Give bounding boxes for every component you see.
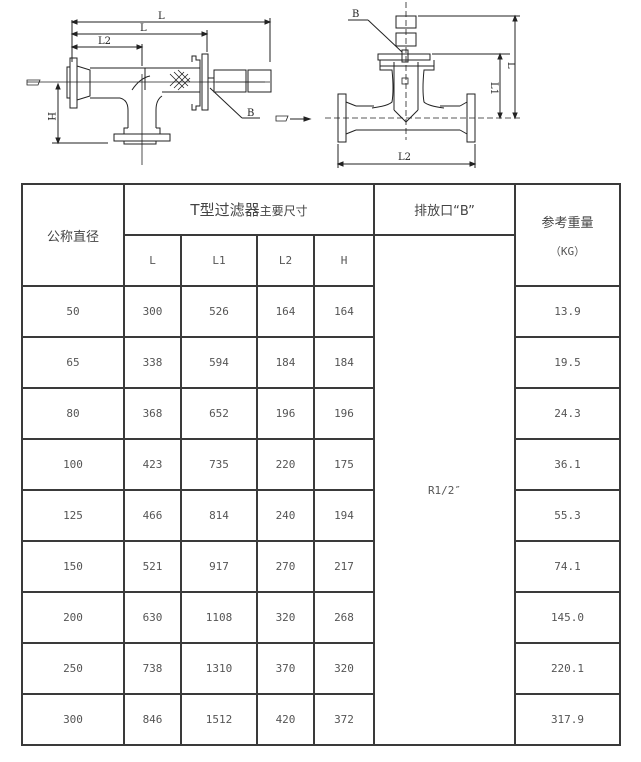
right-dim-label-L1: L1 [488,82,499,95]
cell-L1: 1512 [180,693,258,746]
header-main-dimensions: T型过滤器主要尺寸 [123,183,375,236]
cell-L2: 370 [256,642,315,695]
cell-dn: 200 [21,591,125,644]
cell-weight: 55.3 [514,489,621,542]
cell-L1: 735 [180,438,258,491]
cell-L2: 420 [256,693,315,746]
cell-L: 423 [123,438,182,491]
cell-L: 368 [123,387,182,440]
table-row: 50 300 526 164 164 13.9 [21,285,621,338]
cell-weight: 19.5 [514,336,621,389]
table-row: 125 466 814 240 194 55.3 [21,489,621,542]
subheader-row: L L1 L2 H R1/2″ [22,234,620,746]
cell-dn: 65 [21,336,125,389]
subheader-L: L [123,234,182,287]
cell-H: 164 [313,285,375,338]
technical-drawing: L L L2 H B [0,0,641,180]
right-dim-label-B: B [352,9,359,20]
cell-L2: 164 [256,285,315,338]
cell-H: 194 [313,489,375,542]
cell-L1: 652 [180,387,258,440]
cell-L2: 184 [256,336,315,389]
table-row: 100 423 735 220 175 36.1 [21,438,621,491]
cell-H: 196 [313,387,375,440]
dim-label-L-inner: L [140,23,147,34]
dim-label-L-outer: L [158,11,165,22]
cell-weight: 145.0 [514,591,621,644]
cell-dn: 300 [21,693,125,746]
cell-L2: 320 [256,591,315,644]
cell-L: 738 [123,642,182,695]
cell-weight: 13.9 [514,285,621,338]
cell-dn: 125 [21,489,125,542]
cell-H: 184 [313,336,375,389]
cell-L: 630 [123,591,182,644]
cell-H: 217 [313,540,375,593]
cell-weight: 220.1 [514,642,621,695]
cell-L1: 1108 [180,591,258,644]
cell-weight: 24.3 [514,387,621,440]
cell-L2: 220 [256,438,315,491]
cell-L: 300 [123,285,182,338]
cell-L: 338 [123,336,182,389]
subheader-L2: L2 [256,234,315,287]
cell-weight: 317.9 [514,693,621,746]
cell-L1: 526 [180,285,258,338]
cell-dn: 250 [21,642,125,695]
weight-label: 参考重量 [541,215,594,231]
table-row: 150 521 917 270 217 74.1 [21,540,621,593]
cell-dn: 150 [21,540,125,593]
cell-H: 268 [313,591,375,644]
cell-L1: 1310 [180,642,258,695]
cell-H: 175 [313,438,375,491]
table-row: 200 630 1108 320 268 145.0 [21,591,621,644]
cell-L2: 270 [256,540,315,593]
header-weight: 参考重量 （KG） [514,183,621,287]
cell-L: 521 [123,540,182,593]
right-view-drawing: B L L1 L2 [325,2,520,168]
subheader-H: H [313,234,375,287]
cell-dn: 100 [21,438,125,491]
cell-L2: 240 [256,489,315,542]
cell-weight: 36.1 [514,438,621,491]
main-dims-title: T型过滤器 [190,201,260,219]
dim-label-H: H [45,112,56,121]
table-row: 250 738 1310 370 320 220.1 [21,642,621,695]
drain-port-value: R1/2″ [373,234,516,746]
left-view-drawing: L L L2 H B [26,11,312,165]
right-dim-label-L2: L2 [398,152,411,163]
main-dims-title-small: 主要尺寸 [259,204,308,218]
cell-H: 372 [313,693,375,746]
cell-L1: 917 [180,540,258,593]
right-dim-label-L: L [505,62,516,69]
cell-dn: 50 [21,285,125,338]
weight-unit: （KG） [549,244,586,258]
table-row: 65 338 594 184 184 19.5 [21,336,621,389]
table-row: 300 846 1512 420 372 317.9 [21,693,621,746]
header-row: 公称直径 T型过滤器主要尺寸 排放口“B” 参考重量 （KG） [21,183,621,287]
cell-L1: 594 [180,336,258,389]
cell-L: 466 [123,489,182,542]
cell-dn: 80 [21,387,125,440]
cell-L1: 814 [180,489,258,542]
dim-label-B: B [247,108,254,119]
header-nominal-diameter: 公称直径 [21,183,125,287]
header-drain-port: 排放口“B” [373,183,516,236]
dim-label-L2: L2 [98,36,111,47]
cell-H: 320 [313,642,375,695]
table-row: 80 368 652 196 196 24.3 [21,387,621,440]
cell-weight: 74.1 [514,540,621,593]
cell-L: 846 [123,693,182,746]
spec-table: 公称直径 T型过滤器主要尺寸 排放口“B” 参考重量 （KG） L L1 L2 H… [21,183,621,746]
subheader-L1: L1 [180,234,258,287]
cell-L2: 196 [256,387,315,440]
